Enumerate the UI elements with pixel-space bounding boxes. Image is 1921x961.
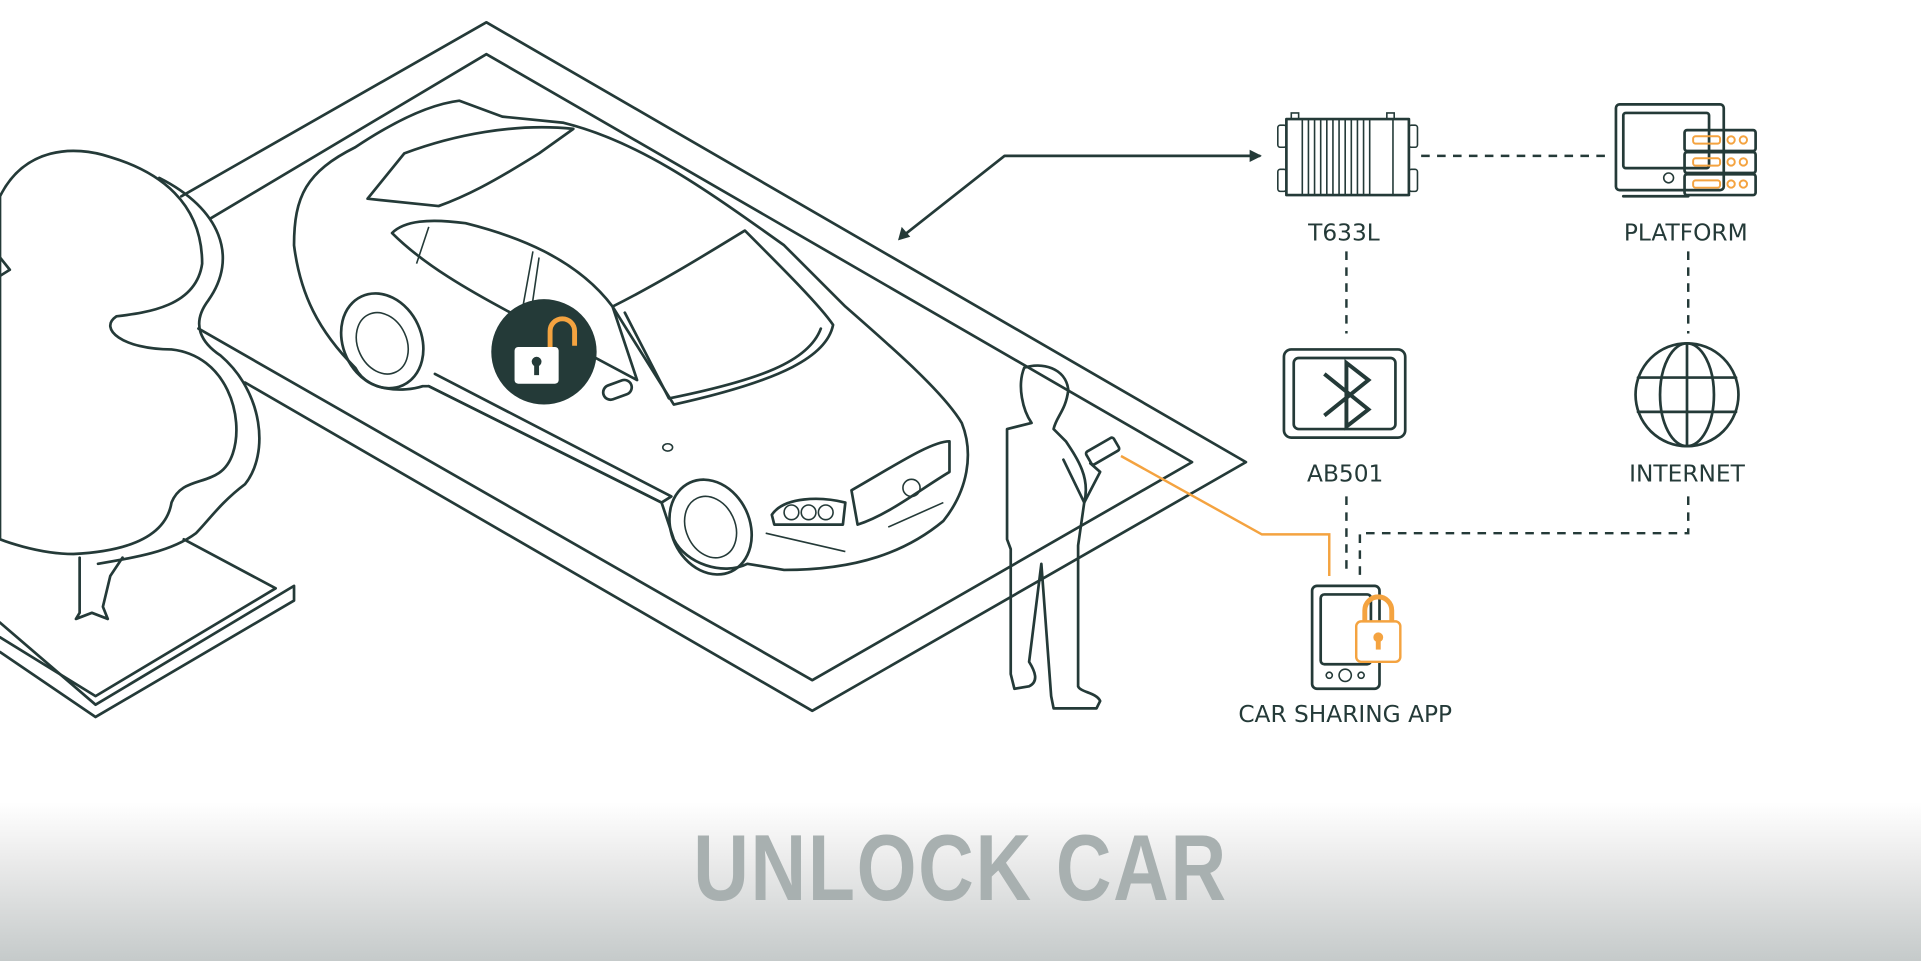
internet-label: INTERNET (1629, 461, 1745, 488)
globe-icon (1634, 341, 1740, 448)
parking-lot (179, 20, 1248, 713)
platform-label: PLATFORM (1624, 219, 1748, 246)
tree-icon (0, 149, 261, 621)
lock-icon (1354, 594, 1402, 664)
connection-arrow (898, 149, 1262, 241)
title-band (0, 802, 1921, 961)
page-title: UNLOCK CAR (693, 815, 1228, 920)
person-icon (1005, 364, 1121, 710)
connection-lines (1120, 154, 1690, 577)
platform-icon (1614, 103, 1757, 198)
car-sharing-app-label: CAR SHARING APP (1238, 701, 1452, 728)
car-icon (292, 99, 970, 576)
tree-platform (0, 537, 296, 719)
car-unlocked-icon (491, 299, 597, 405)
t633l-label: T633L (1307, 219, 1380, 246)
bluetooth-icon (1282, 348, 1407, 439)
t633l-device-icon (1277, 112, 1419, 197)
ab501-label: AB501 (1307, 461, 1383, 488)
